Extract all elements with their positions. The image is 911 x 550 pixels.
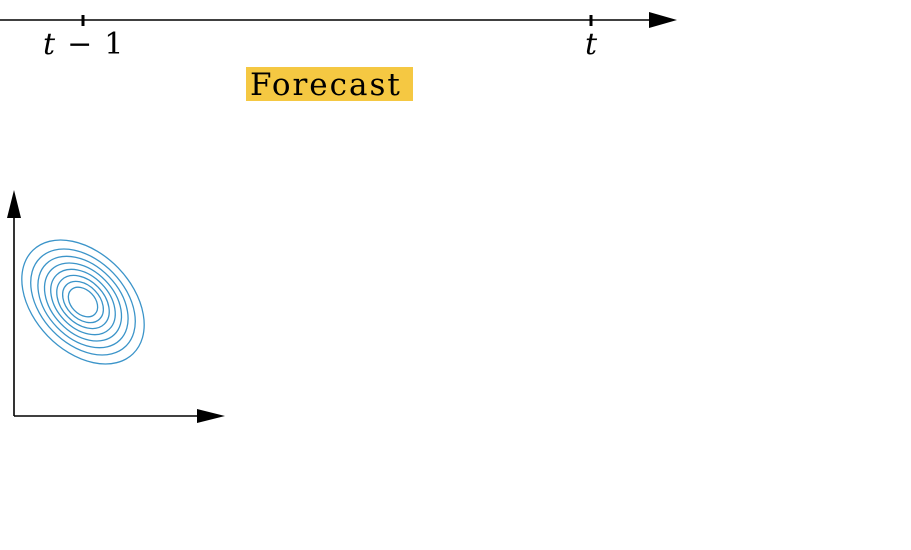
density-plot <box>7 190 225 423</box>
contour-ring-3 <box>37 255 129 349</box>
timeline: t−1 t <box>0 12 677 62</box>
tick-curr-label: t <box>585 27 598 62</box>
density-y-arrowhead <box>7 190 21 218</box>
tick-prev-label: t−1 <box>43 27 123 62</box>
contour-ring-4 <box>43 262 123 342</box>
contour-ring-5 <box>50 268 116 336</box>
stage-badge: Forecast <box>246 67 413 103</box>
tick-prev-number: 1 <box>104 27 123 62</box>
contour-ring-1 <box>21 239 145 365</box>
tick-prev-operator: − <box>67 27 92 62</box>
stage-highlight <box>246 67 413 101</box>
contour-ring-7 <box>61 280 105 324</box>
density-x-arrowhead <box>197 409 225 423</box>
density-contours <box>21 239 145 365</box>
stage-label: Forecast <box>250 67 402 103</box>
contour-ring-8 <box>67 286 99 318</box>
contour-ring-2 <box>30 248 136 356</box>
tick-prev-var: t <box>43 27 56 62</box>
contour-ring-6 <box>56 274 110 330</box>
timeline-arrowhead <box>649 12 677 28</box>
